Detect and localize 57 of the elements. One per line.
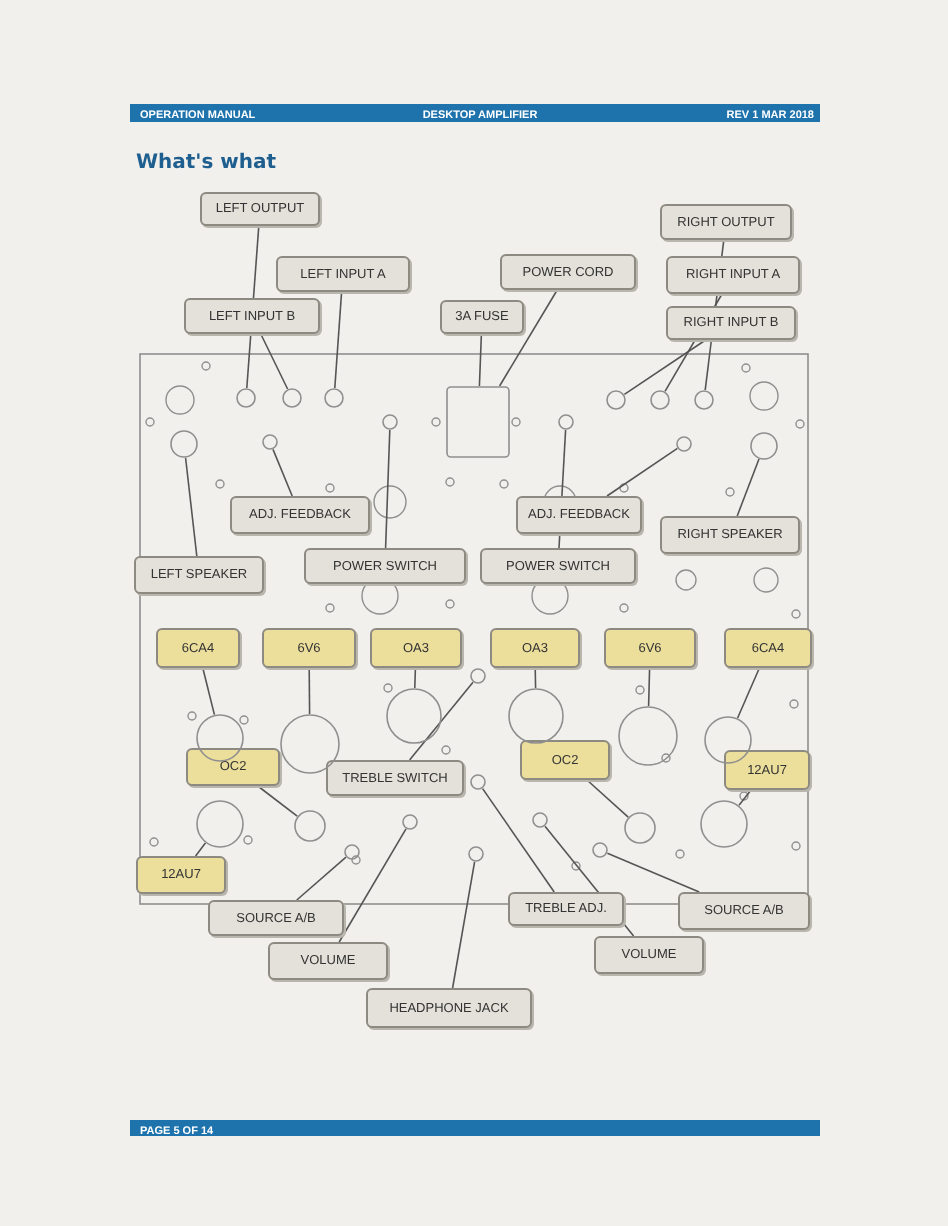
leader-line: [736, 458, 760, 517]
tube-socket-hole: [700, 800, 748, 848]
leader-line: [272, 448, 293, 497]
leader-line: [478, 333, 483, 387]
tube-socket-hole: [280, 714, 340, 774]
mounting-hole: [236, 388, 256, 408]
mounting-hole: [324, 388, 344, 408]
mounting-hole: [470, 668, 486, 684]
leader-line: [408, 681, 474, 761]
leader-line: [257, 785, 298, 817]
mounting-hole: [676, 436, 692, 452]
leader-line: [384, 429, 391, 549]
tube-socket-hole: [196, 714, 244, 762]
tube-socket-hole: [294, 810, 326, 842]
mounting-hole: [592, 842, 608, 858]
leader-line: [184, 457, 198, 557]
tube-socket-hole: [704, 716, 752, 764]
tube-socket-hole: [386, 688, 442, 744]
tube-socket-hole: [196, 800, 244, 848]
leader-line: [534, 667, 537, 689]
leader-line: [338, 828, 407, 943]
tube-socket-hole: [624, 812, 656, 844]
leader-line: [194, 842, 207, 857]
leader-line: [296, 856, 347, 901]
leader-line: [451, 861, 476, 989]
leader-line: [202, 667, 216, 716]
mounting-hole: [750, 432, 778, 460]
tube-socket-hole: [618, 706, 678, 766]
leader-line: [738, 789, 752, 806]
leader-line: [623, 339, 707, 396]
fuse-holder: [446, 386, 510, 458]
mounting-hole: [382, 414, 398, 430]
mounting-hole: [470, 774, 486, 790]
leader-line: [334, 291, 343, 389]
leader-line: [606, 852, 700, 893]
mounting-hole: [344, 844, 360, 860]
mounting-hole: [170, 430, 198, 458]
leader-line: [647, 667, 651, 707]
leader-line: [308, 667, 311, 715]
mounting-hole: [262, 434, 278, 450]
mounting-hole: [606, 390, 626, 410]
leader-line: [736, 667, 761, 719]
leader-line: [606, 447, 679, 497]
mounting-hole: [468, 846, 484, 862]
tube-socket-hole: [508, 688, 564, 744]
leader-line: [586, 779, 629, 818]
leader-line: [481, 787, 555, 893]
mounting-hole: [694, 390, 714, 410]
leader-line: [260, 333, 289, 390]
leader-line: [414, 667, 417, 689]
mounting-hole: [532, 812, 548, 828]
page-title: What's what: [136, 152, 277, 174]
mounting-hole: [558, 414, 574, 430]
mounting-hole: [282, 388, 302, 408]
mounting-hole: [402, 814, 418, 830]
leader-line: [498, 289, 558, 387]
mounting-hole: [650, 390, 670, 410]
